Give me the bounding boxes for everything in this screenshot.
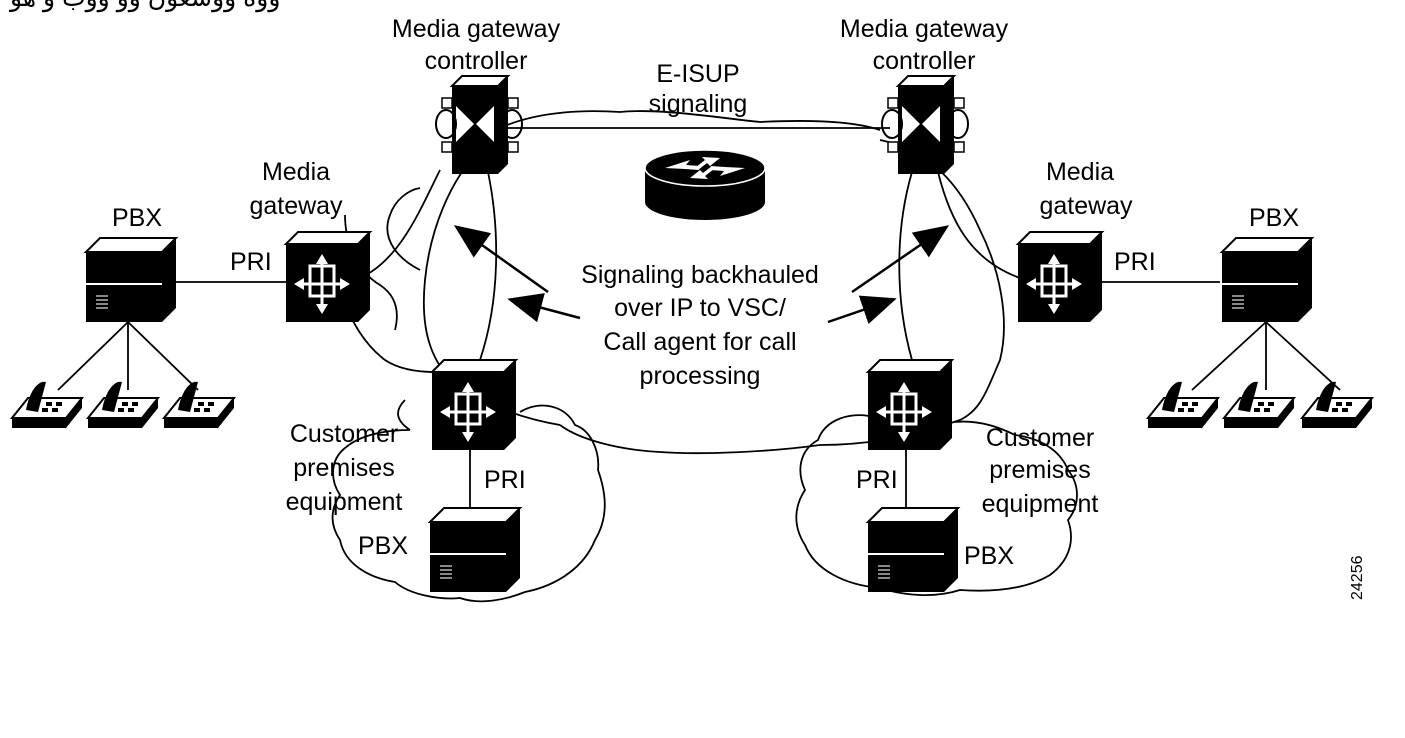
telephone-icon	[163, 380, 235, 429]
mg-right-label-line2: gateway	[1039, 192, 1133, 220]
pri-right-label: PRI	[1114, 248, 1156, 276]
pri-cpe-left-label: PRI	[484, 466, 526, 494]
pbx-icon	[429, 507, 521, 593]
backhaul-label-line3: Call agent for call	[603, 328, 796, 356]
signaling-label-line1: E-ISUP	[656, 60, 739, 88]
cloud-cpe-left	[331, 399, 606, 603]
cpe-left-label-line2: premises	[293, 454, 394, 482]
cpe-right-label-line2: premises	[989, 456, 1090, 484]
link-mgc-left-to-cpe-left	[479, 171, 498, 361]
mgc-left-label-line2: controller	[425, 47, 528, 75]
pbx-icon	[85, 237, 177, 323]
telephone-icon	[87, 380, 159, 429]
cpe-left-label-line3: equipment	[286, 488, 403, 516]
pbx-left-label: PBX	[112, 204, 162, 232]
ip-network-cloud	[422, 110, 1005, 455]
cloud-cpe-right	[795, 414, 1078, 596]
pbx-right-label: PBX	[1249, 204, 1299, 232]
cpe-right-label-line3: equipment	[982, 490, 1099, 518]
telephone-icon	[1223, 380, 1295, 429]
pbx-icon	[1221, 237, 1313, 323]
media-gateway-icon	[284, 230, 372, 324]
link-mgc-left-to-mg-left	[359, 169, 441, 279]
media-gateway-icon	[866, 358, 954, 452]
backhaul-arrow-lower-right	[827, 295, 897, 324]
backhaul-arrow-upper-right	[851, 225, 950, 294]
backhaul-arrow-upper-left	[453, 225, 549, 294]
cpe-right-label-line1: Customer	[986, 424, 1094, 452]
pbx-icon	[867, 507, 959, 593]
router-icon	[644, 149, 766, 220]
header-fragment: ووه ووسعون وو ووب و هو	[8, 0, 280, 13]
backhaul-label-line2: over IP to VSC/	[614, 294, 786, 322]
mgc-right-label-line1: Media gateway	[840, 15, 1009, 43]
pri-left-label: PRI	[230, 248, 272, 276]
phone-lines-left	[57, 321, 199, 391]
cpe-left-label-line1: Customer	[290, 420, 398, 448]
media-gateway-icon	[1016, 230, 1104, 324]
link-mgc-right-to-mg-right	[937, 171, 1021, 279]
link-mgc-right-to-cpe-right	[898, 171, 913, 361]
mgc-right-label-line2: controller	[873, 47, 976, 75]
telephone-icon	[1301, 380, 1373, 429]
figure-number: 24256	[1349, 555, 1366, 600]
backhaul-arrow-lower-left	[507, 293, 581, 323]
mg-left-label-line1: Media	[262, 158, 330, 186]
pri-cpe-right-label: PRI	[856, 466, 898, 494]
media-gateway-icon	[430, 358, 518, 452]
pbx-cpe-right-label: PBX	[964, 542, 1014, 570]
mgc-left-label-line1: Media gateway	[392, 15, 561, 43]
mg-right-label-line1: Media	[1046, 158, 1114, 186]
backhaul-label-line4: processing	[640, 362, 761, 390]
backhaul-label-line1: Signaling backhauled	[581, 261, 819, 289]
media-gateway-controller-icon	[881, 75, 969, 175]
mg-left-label-line2: gateway	[249, 192, 343, 220]
pbx-cpe-left-label: PBX	[358, 532, 408, 560]
signaling-label-line2: signaling	[649, 90, 748, 118]
telephone-icon	[1147, 380, 1219, 429]
telephone-icon	[11, 380, 83, 429]
phone-lines-right	[1191, 321, 1341, 391]
